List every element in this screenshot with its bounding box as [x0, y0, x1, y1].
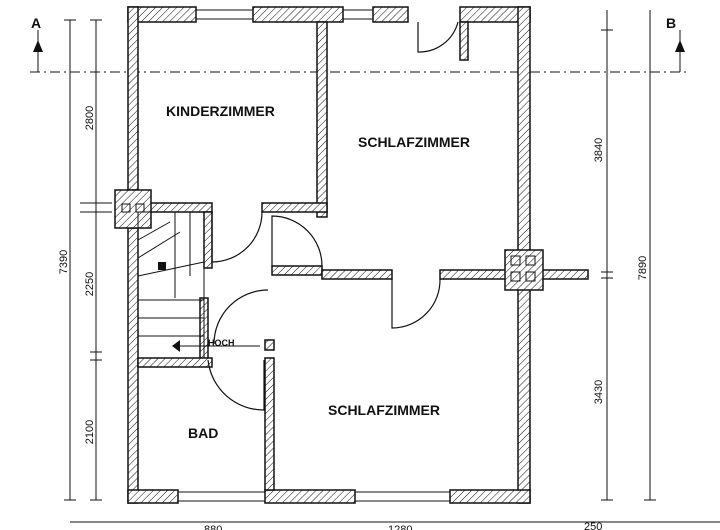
room-label-kinderzimmer: KINDERZIMMER [166, 103, 275, 119]
section-label-a: A [31, 15, 41, 31]
dim-left-2800: 2800 [84, 106, 96, 130]
stair-arrow-icon [172, 340, 180, 352]
section-arrow-b-icon [675, 40, 685, 52]
interior-walls [114, 21, 589, 491]
section-line: A B [30, 15, 690, 73]
dim-right-3840: 3840 [593, 138, 605, 162]
stairs-label: HOCH [208, 338, 235, 348]
room-label-schlafzimmer-bottom: SCHLAFZIMMER [328, 402, 440, 418]
section-arrow-a-icon [33, 40, 43, 52]
room-label-bad: BAD [188, 425, 218, 441]
staircase: HOCH [137, 211, 260, 359]
doors [207, 21, 459, 411]
dim-bottom-1280: 1280 [388, 524, 412, 530]
stair-marker-icon [158, 262, 166, 270]
dim-left-total: 7390 [58, 250, 70, 274]
dim-bottom-250: 250 [584, 521, 602, 530]
left-dimensions: 2800 2250 2100 7390 [58, 19, 112, 501]
dim-right-total: 7890 [637, 256, 649, 280]
right-dimensions: 3840 3430 7890 [593, 10, 656, 501]
room-label-schlafzimmer-top: SCHLAFZIMMER [358, 134, 470, 150]
dim-left-2250: 2250 [84, 272, 96, 296]
dim-left-2100: 2100 [84, 420, 96, 444]
dim-bottom-880: 880 [204, 524, 222, 530]
bottom-dimensions: 880 1280 250 [70, 521, 720, 530]
dim-right-3430: 3430 [593, 380, 605, 404]
section-label-b: B [666, 15, 676, 31]
